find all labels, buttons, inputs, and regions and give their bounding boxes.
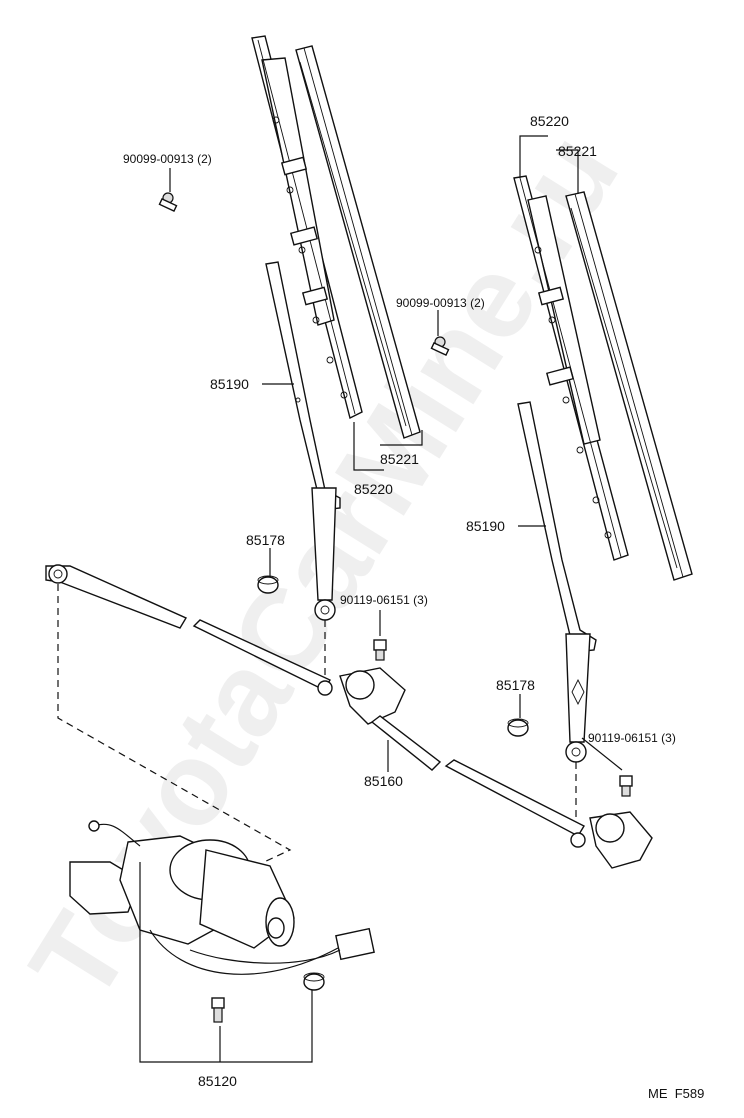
- callout-refill-left: 85221: [380, 451, 419, 467]
- leader-lines: [139, 135, 623, 1063]
- assembly-guide-lines: [57, 584, 577, 863]
- left-wiper-blade: [251, 35, 363, 420]
- callout-blade-right: 85220: [530, 113, 569, 129]
- callout-bolt-left: 90099-00913 (2): [123, 152, 212, 166]
- left-blade-screw: [158, 192, 178, 213]
- callout-blade-left: 85220: [354, 481, 393, 497]
- callout-arm-left: 85190: [210, 376, 249, 392]
- page-code: ME F589: [648, 1086, 704, 1101]
- callout-nut-left: 90119-06151 (3): [340, 593, 428, 607]
- left-wiper-refill: [295, 45, 421, 439]
- callout-refill-right: 85221: [558, 143, 597, 159]
- callout-link: 85160: [364, 773, 403, 789]
- left-wiper-arm: [265, 261, 341, 621]
- callout-cap-right: 85178: [496, 677, 535, 693]
- right-wiper-arm: [517, 401, 597, 763]
- wiper-link-assembly: [45, 564, 653, 869]
- callout-motor: 85120: [198, 1073, 237, 1089]
- right-arm-nut: [619, 775, 633, 797]
- wiper-motor: [69, 820, 375, 975]
- right-wiper-blade: [513, 175, 629, 561]
- right-pivot-cap: [507, 718, 529, 737]
- callout-bolt-right: 90099-00913 (2): [396, 296, 485, 310]
- left-pivot-cap: [257, 575, 279, 594]
- callout-nut-right: 90119-06151 (3): [588, 731, 676, 745]
- motor-grommet: [303, 972, 325, 991]
- right-blade-screw: [430, 336, 450, 357]
- left-arm-nut: [373, 639, 387, 661]
- callout-cap-left: 85178: [246, 532, 285, 548]
- motor-bolt: [211, 997, 225, 1023]
- callout-arm-right: 85190: [466, 518, 505, 534]
